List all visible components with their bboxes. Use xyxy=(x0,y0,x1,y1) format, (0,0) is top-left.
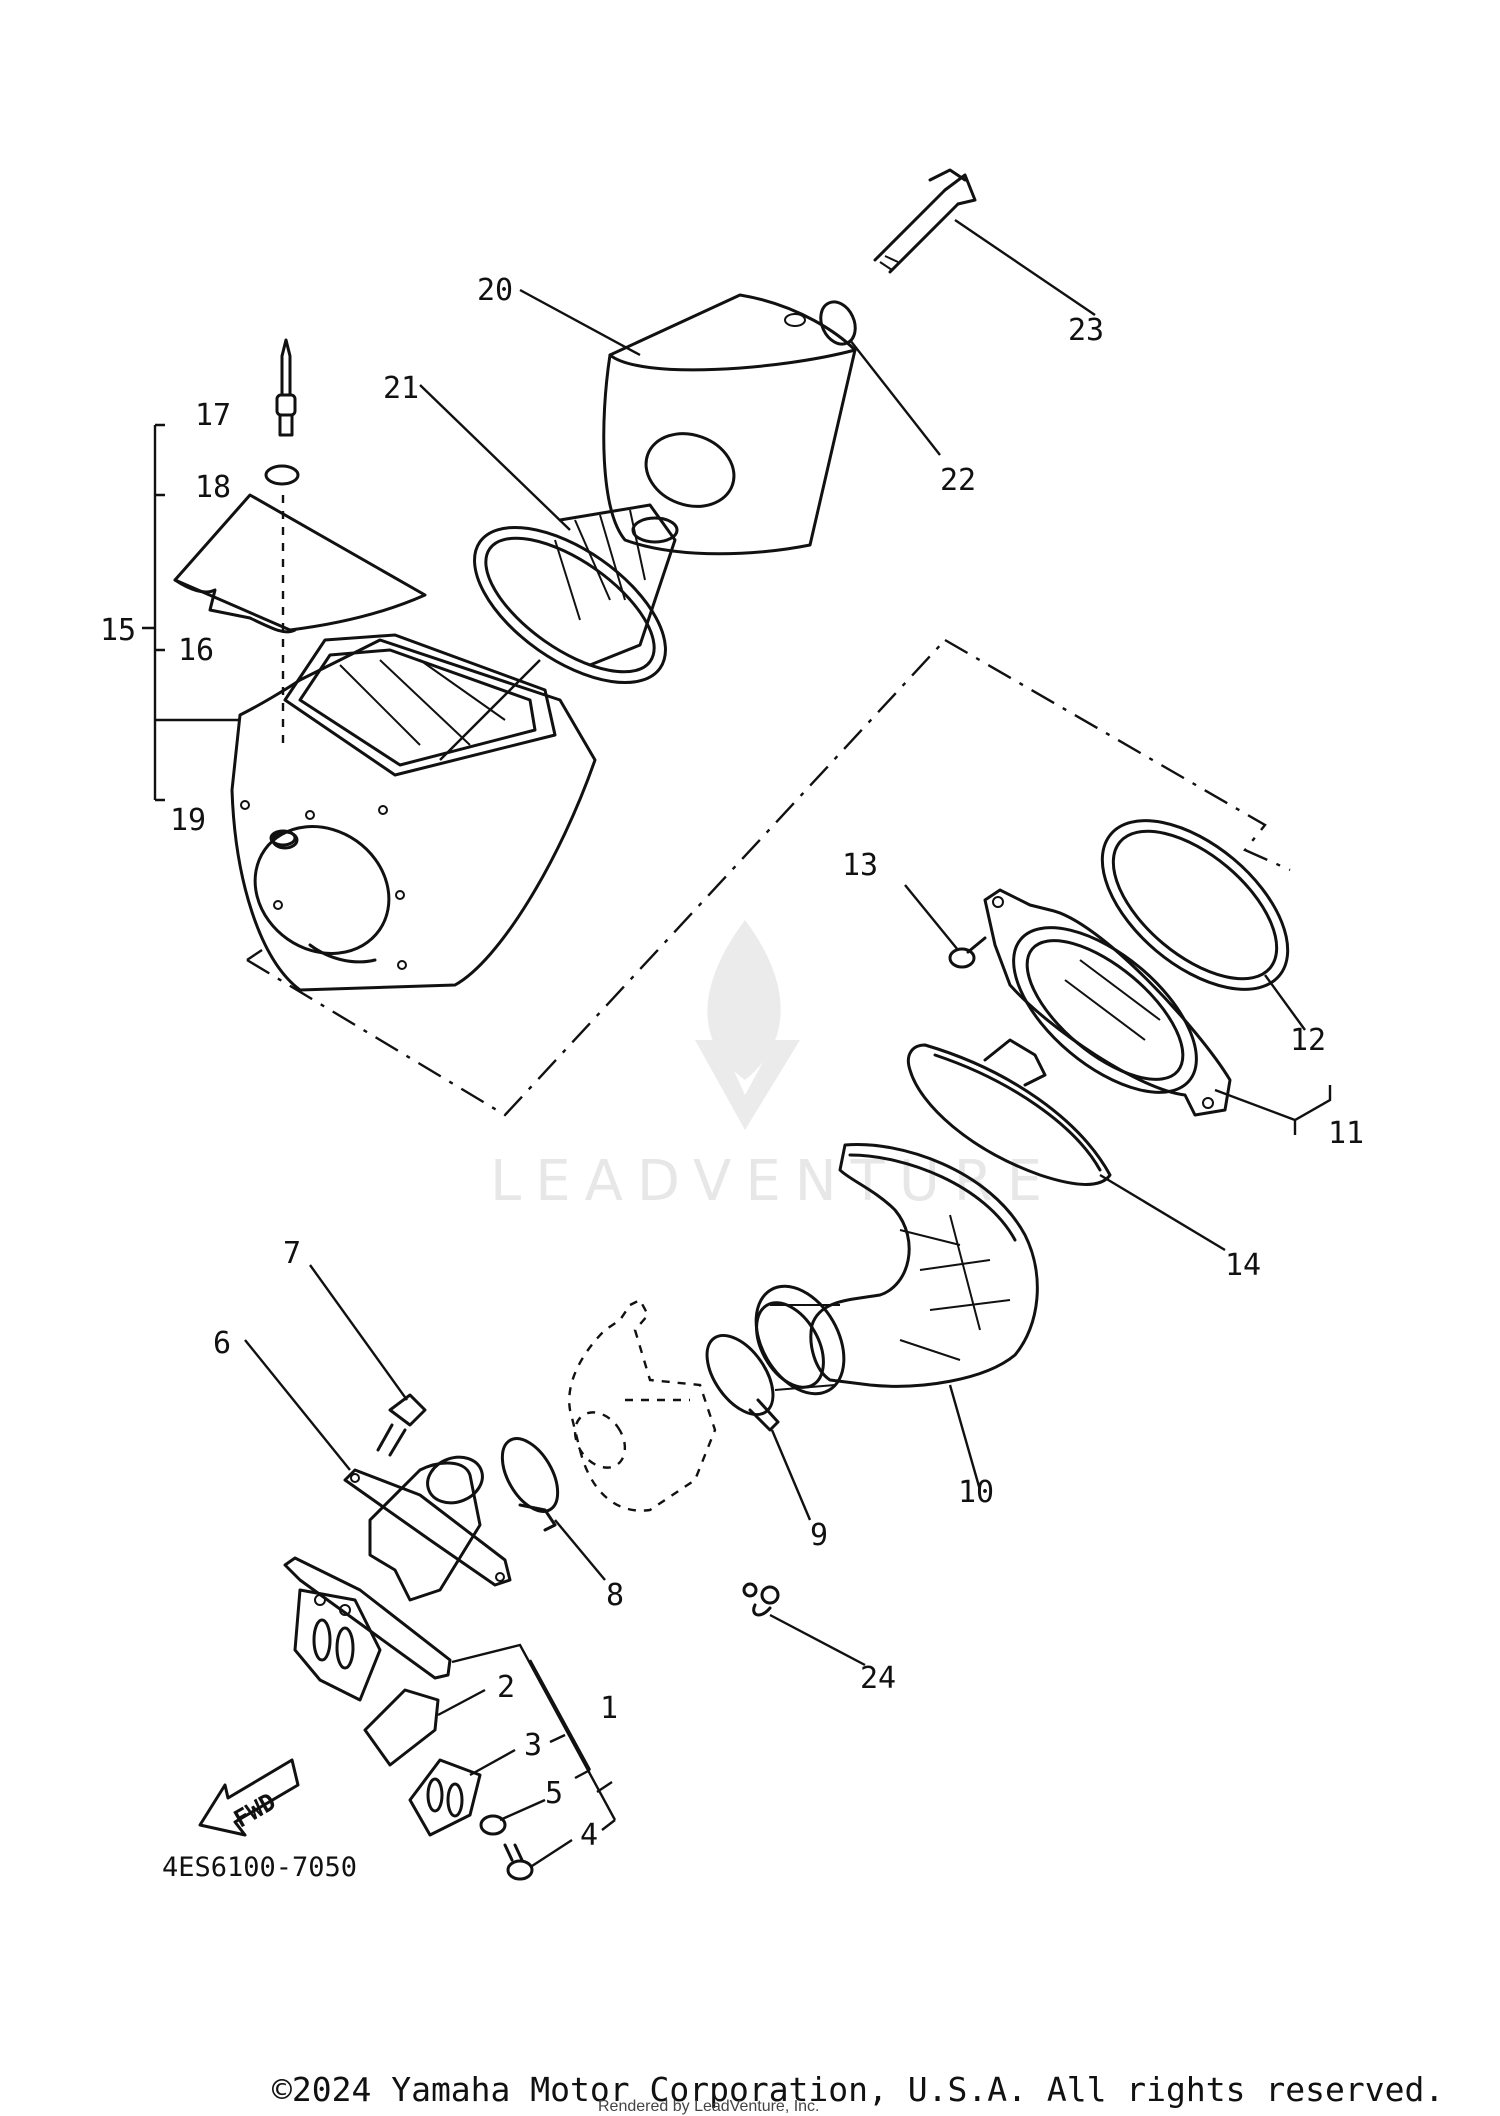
reed-valve-1 xyxy=(283,1556,452,1702)
band-14 xyxy=(906,1038,1112,1186)
callout-16: 16 xyxy=(178,633,214,668)
clip-24 xyxy=(742,1582,780,1617)
callout-1: 1 xyxy=(600,1691,618,1726)
callout-20: 20 xyxy=(477,273,513,308)
callout-11: 11 xyxy=(1328,1116,1364,1151)
callout-23: 23 xyxy=(1068,313,1104,348)
catalog-code: 4ES6100-7050 xyxy=(162,1852,358,1883)
rendered-by-notice: Rendered by LeadVenture, Inc. xyxy=(598,2098,820,2115)
callout-19: 19 xyxy=(170,803,206,838)
filter-cover-20 xyxy=(602,293,857,556)
reed-stopper-3 xyxy=(408,1758,482,1837)
clamp-8 xyxy=(500,1437,560,1532)
callout-8: 8 xyxy=(606,1578,624,1613)
callout-24: 24 xyxy=(860,1661,896,1696)
callout-3: 3 xyxy=(524,1728,542,1763)
intake-joint-10 xyxy=(754,1142,1039,1396)
copyright-notice: ©2024 Yamaha Motor Corporation, U.S.A. A… xyxy=(272,2070,1445,2109)
fwd-arrow-icon: FWD xyxy=(198,1758,300,1837)
reed-petal-2 xyxy=(363,1688,440,1767)
carburetor-reference xyxy=(568,1298,717,1512)
clamp-9 xyxy=(705,1333,780,1432)
washer-18 xyxy=(264,464,300,486)
manifold-6 xyxy=(343,1455,512,1602)
callout-7: 7 xyxy=(283,1236,301,1271)
screw-4 xyxy=(503,1843,534,1881)
watermark-text: LEADVENTURE xyxy=(490,1149,1056,1214)
callout-13: 13 xyxy=(842,848,878,883)
grommet-19 xyxy=(269,829,297,847)
callout-14: 14 xyxy=(1225,1248,1261,1283)
callout-2: 2 xyxy=(497,1670,515,1705)
assembly-outline xyxy=(246,638,1291,1117)
callout-12: 12 xyxy=(1290,1023,1326,1058)
seal-ring-12 xyxy=(1100,819,1290,991)
washer-5 xyxy=(479,1814,507,1836)
screw-13 xyxy=(948,936,987,969)
callout-17: 17 xyxy=(195,398,231,433)
callout-9: 9 xyxy=(810,1518,828,1553)
cover-plate-16 xyxy=(173,493,427,634)
callout-15: 15 xyxy=(100,613,136,648)
washer-22 xyxy=(819,300,857,346)
callout-4: 4 xyxy=(580,1818,598,1853)
airbox-case xyxy=(230,633,597,992)
rivet-17 xyxy=(275,338,297,437)
callout-5: 5 xyxy=(545,1776,563,1811)
callout-10: 10 xyxy=(958,1475,994,1510)
callout-21: 21 xyxy=(383,371,419,406)
callout-22: 22 xyxy=(940,463,976,498)
joint-flange-11 xyxy=(983,888,1232,1117)
callout-6: 6 xyxy=(213,1326,231,1361)
filter-element-21 xyxy=(473,503,679,685)
leadventure-watermark-logo: LEADVENTURE xyxy=(490,920,1056,1214)
callout-18: 18 xyxy=(195,470,231,505)
bolt-7 xyxy=(376,1393,427,1457)
wing-bolt-23 xyxy=(873,168,977,274)
